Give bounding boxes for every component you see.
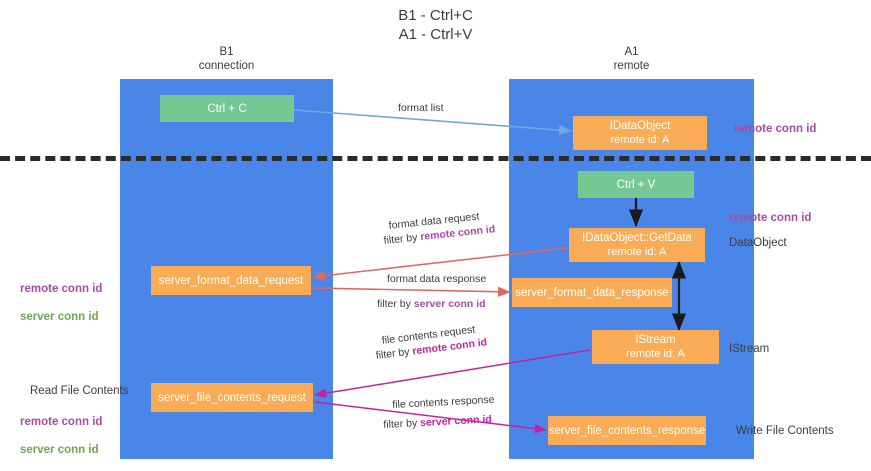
filter-value-server-conn-id: server conn id <box>413 298 486 310</box>
filter-value-server-conn-id: server conn id <box>419 413 493 430</box>
edge-label-format-data-response: format data response <box>387 273 487 285</box>
annotation-remote-conn-id: remote conn id <box>20 283 103 295</box>
edge-label-format-list: format list <box>398 102 444 114</box>
box-server-file-contents-request[interactable]: server_file_contents_request <box>151 383 313 412</box>
phase-separator <box>0 156 871 161</box>
box-istream[interactable]: IStream remote id: A <box>592 330 719 364</box>
filter-prefix: filter by <box>383 231 421 247</box>
annotation-remote-conn-id-mid: remote conn id <box>729 212 812 224</box>
box-fileresp-label: server_file_contents_response <box>548 424 706 437</box>
box-idataobject[interactable]: IDataObject remote id: A <box>573 116 707 150</box>
box-fmtreq-label: server_format_data_request <box>158 274 304 287</box>
box-istream-sublabel: remote id: A <box>626 348 685 360</box>
box-idataobject-sublabel: remote id: A <box>610 134 670 146</box>
filter-prefix: filter by <box>383 417 421 431</box>
annotation-remote-conn-id: remote conn id <box>20 416 103 428</box>
edge-label-format-data-response-filter: filter by server conn id <box>377 297 486 311</box>
box-getdata-label: IDataObject::GetData <box>582 232 692 244</box>
box-ctrl-v-label: Ctrl + V <box>616 178 656 191</box>
annotation-left-conn-ids-bottom: remote conn id server conn id <box>20 401 102 471</box>
filter-prefix: filter by <box>377 298 414 310</box>
box-server-file-contents-response[interactable]: server_file_contents_response <box>548 416 706 445</box>
box-server-format-data-request[interactable]: server_format_data_request <box>151 266 311 295</box>
lane-title-b1: B1 connection <box>198 46 255 72</box>
box-ctrl-v[interactable]: Ctrl + V <box>578 171 694 198</box>
annotation-istream: IStream <box>729 343 770 355</box>
box-istream-label: IStream <box>635 334 676 346</box>
diagram-title: B1 - Ctrl+C A1 - Ctrl+V <box>398 7 473 43</box>
annotation-remote-conn-id-top: remote conn id <box>734 123 817 135</box>
box-server-format-data-response[interactable]: server_format_data_response <box>512 278 672 307</box>
box-ctrl-c[interactable]: Ctrl + C <box>160 95 294 122</box>
annotation-left-conn-ids-top: remote conn id server conn id <box>20 268 102 338</box>
box-fmtresp-label: server_format_data_response <box>515 286 669 299</box>
annotation-server-conn-id: server conn id <box>20 311 99 323</box>
annotation-read-file-contents: Read File Contents <box>30 385 129 397</box>
box-idataobject-label: IDataObject <box>609 120 671 132</box>
annotation-dataobject: DataObject <box>729 237 787 249</box>
annotation-server-conn-id: server conn id <box>20 444 99 456</box>
annotation-write-file-contents: Write File Contents <box>736 425 834 437</box>
box-getdata-sublabel: remote id: A <box>607 246 667 258</box>
box-idataobject-getdata[interactable]: IDataObject::GetData remote id: A <box>569 228 705 262</box>
lane-title-a1: A1 remote <box>613 46 650 72</box>
box-ctrl-c-label: Ctrl + C <box>207 102 247 115</box>
box-filereq-label: server_file_contents_request <box>158 391 306 404</box>
